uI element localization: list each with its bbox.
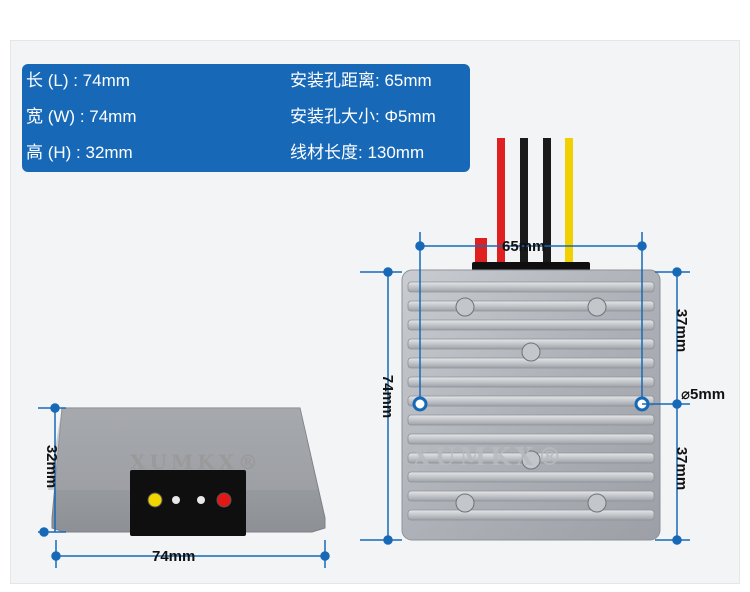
top-brand-logo: XUMKX® bbox=[412, 442, 566, 471]
screw-top-left bbox=[455, 297, 475, 317]
heat-fin bbox=[407, 509, 655, 521]
heat-fin bbox=[407, 433, 655, 445]
spec-width: 宽 (W) : 74mm bbox=[26, 107, 137, 126]
front-dimension-lines bbox=[38, 403, 330, 568]
front-width-label: 74mm bbox=[152, 548, 196, 565]
spec-wire-length: 线材长度: 130mm bbox=[290, 143, 425, 162]
heat-fin bbox=[407, 300, 655, 312]
wire-red-long bbox=[497, 138, 505, 268]
yellow-terminal bbox=[147, 492, 163, 508]
heat-fin bbox=[407, 376, 655, 388]
black-terminal-1 bbox=[172, 496, 180, 504]
spec-row-2: 宽 (W) : 74mm 安装孔大小: Φ5mm bbox=[22, 102, 470, 132]
front-brand-logo: XUMKX® bbox=[130, 450, 262, 474]
black-terminal-2 bbox=[197, 496, 205, 504]
heat-fin bbox=[407, 281, 655, 293]
lower-half-label: 37mm bbox=[673, 446, 691, 491]
wire-black-2 bbox=[543, 138, 551, 268]
spec-height: 高 (H) : 32mm bbox=[26, 143, 133, 162]
screw-middle bbox=[521, 342, 541, 362]
screw-top-right bbox=[587, 297, 607, 317]
front-view bbox=[48, 407, 326, 536]
wire-black-1 bbox=[520, 138, 528, 268]
screw-lower bbox=[521, 450, 541, 470]
terminal-block bbox=[130, 470, 246, 536]
top-side-label: 74mm bbox=[379, 374, 397, 419]
wire-yellow bbox=[565, 138, 573, 268]
hole-spacing-label: 65mm bbox=[502, 238, 546, 255]
heat-fin bbox=[407, 490, 655, 502]
spec-row-1: 长 (L) : 74mm 安装孔距离: 65mm bbox=[22, 66, 470, 96]
hole-size-label: ⌀5mm bbox=[681, 386, 726, 403]
heat-fin bbox=[407, 471, 655, 483]
screw-bottom-right bbox=[587, 493, 607, 513]
spec-hole-distance: 安装孔距离: 65mm bbox=[290, 71, 432, 90]
spec-length: 长 (L) : 74mm bbox=[26, 71, 130, 90]
spec-row-3: 高 (H) : 32mm 线材长度: 130mm bbox=[22, 138, 470, 168]
spec-panel: 长 (L) : 74mm 安装孔距离: 65mm 宽 (W) : 74mm 安装… bbox=[22, 64, 470, 172]
heat-fin bbox=[407, 319, 655, 331]
front-housing-top bbox=[48, 408, 318, 490]
upper-half-label: 37mm bbox=[673, 308, 691, 353]
spec-hole-size: 安装孔大小: Φ5mm bbox=[290, 107, 436, 126]
red-terminal bbox=[216, 492, 232, 508]
heat-fins bbox=[407, 281, 655, 521]
top-dimension-lines bbox=[360, 232, 690, 545]
heat-fin bbox=[407, 414, 655, 426]
top-view bbox=[401, 138, 661, 541]
screw-bottom-left bbox=[455, 493, 475, 513]
heat-fin bbox=[407, 395, 655, 407]
front-height-label: 32mm bbox=[43, 444, 61, 489]
